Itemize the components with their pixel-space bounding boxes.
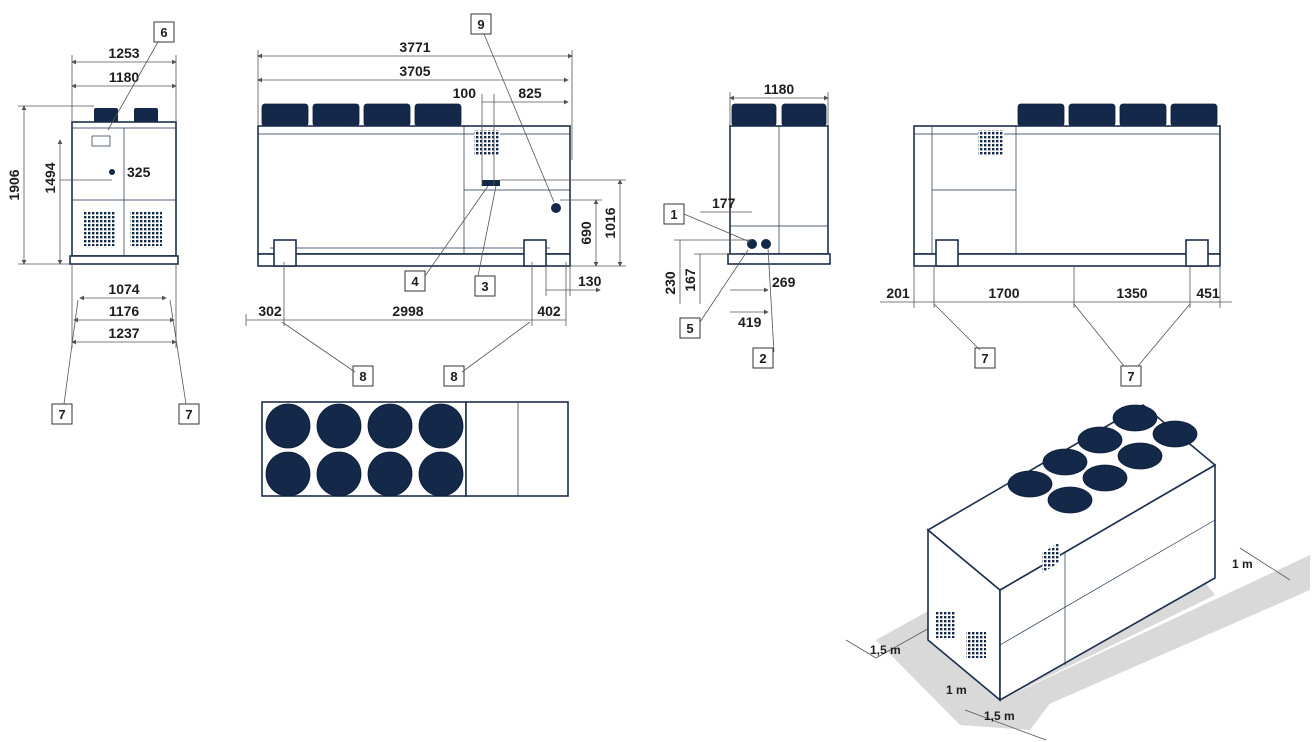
dim-end-width-1180: 1180 (764, 81, 795, 97)
dim-front-width-1253: 1253 (108, 45, 139, 61)
callout-5: 5 (686, 321, 693, 336)
callout-box-3 (474, 275, 496, 297)
dim-end-269: 269 (772, 274, 796, 290)
end-view: 1180 177 230 167 269 419 1 5 2 (662, 81, 831, 369)
callout-4: 4 (411, 274, 419, 289)
dim-front-base-1237: 1237 (108, 325, 139, 341)
dim-rear-1350: 1350 (1116, 285, 1147, 301)
dim-rear-451: 451 (1196, 285, 1220, 301)
callout-box-7-rear-right (1120, 365, 1142, 387)
dim-side-length-3771: 3771 (399, 39, 430, 55)
dim-end-230: 230 (662, 271, 678, 295)
clearance-left: 1,5 m (870, 643, 901, 657)
dim-end-167: 167 (682, 268, 698, 292)
dim-side-2998: 2998 (392, 303, 423, 319)
dim-front-width-1180: 1180 (109, 69, 140, 85)
top-view (261, 401, 569, 497)
callout-7-left: 7 (58, 407, 65, 422)
front-view: 1253 1180 1906 1494 325 1074 1176 1237 6… (6, 21, 200, 425)
callout-box-4 (404, 270, 426, 292)
callout-box-7-left (51, 403, 73, 425)
callout-9: 9 (477, 17, 484, 32)
callout-box-9 (470, 13, 492, 35)
dim-end-419: 419 (738, 314, 762, 330)
callout-3: 3 (481, 279, 488, 294)
clearance-front: 1 m (946, 683, 967, 697)
dim-side-100: 100 (453, 85, 477, 101)
clearance-front-2: 1,5 m (984, 709, 1015, 723)
dim-side-825: 825 (518, 85, 542, 101)
dim-side-length-3705: 3705 (399, 63, 430, 79)
rear-view: 201 1700 1350 451 7 7 (880, 103, 1232, 387)
clearance-right: 1 m (1232, 557, 1253, 571)
callout-1: 1 (670, 207, 677, 222)
callout-8-left: 8 (359, 369, 366, 384)
isometric-view: 1 m 1,5 m 1 m 1,5 m (845, 404, 1310, 741)
callout-6: 6 (160, 25, 167, 40)
dim-front-base-1074: 1074 (108, 281, 139, 297)
callout-box-2 (752, 347, 774, 369)
callout-box-7-right (178, 403, 200, 425)
callout-7-rear-left: 7 (981, 351, 988, 366)
dim-side-690: 690 (578, 221, 594, 245)
callout-8-right: 8 (450, 369, 457, 384)
dim-front-height-1906: 1906 (6, 169, 22, 200)
callout-box-8-right (443, 365, 465, 387)
dim-front-325: 325 (127, 164, 151, 180)
callout-2: 2 (759, 351, 766, 366)
dim-rear-201: 201 (886, 285, 910, 301)
callout-7-right: 7 (185, 407, 192, 422)
callout-box-7-rear-left (974, 347, 996, 369)
dim-front-height-1494: 1494 (42, 162, 58, 193)
dim-side-402: 402 (537, 303, 561, 319)
dim-rear-1700: 1700 (988, 285, 1019, 301)
callout-box-8-left (352, 365, 374, 387)
dim-end-177: 177 (712, 195, 736, 211)
callout-box-5 (679, 317, 701, 339)
callout-7-rear-right: 7 (1127, 369, 1134, 384)
dim-side-302: 302 (258, 303, 282, 319)
side-view: 3771 3705 100 825 1016 690 130 302 2998 … (245, 13, 626, 387)
dim-side-130: 130 (578, 273, 602, 289)
callout-box-6 (153, 21, 175, 43)
dim-front-base-1176: 1176 (109, 303, 140, 319)
dim-side-1016: 1016 (602, 207, 618, 238)
